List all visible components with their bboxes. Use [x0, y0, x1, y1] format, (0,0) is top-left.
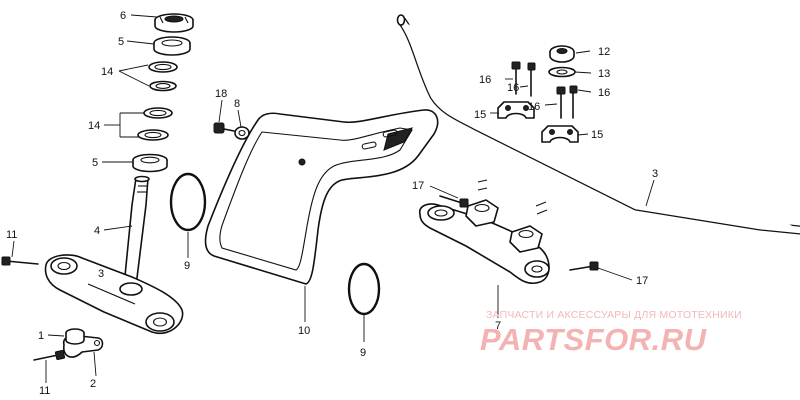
callout-15-left: 15 — [474, 109, 486, 121]
number-plate — [204, 109, 439, 285]
watermark-logo: PARTSFOR.RU — [480, 322, 708, 357]
callout-9-left: 9 — [184, 260, 190, 272]
callout-8: 8 — [234, 98, 240, 110]
callout-2: 2 — [90, 378, 96, 390]
callout-4: 4 — [94, 225, 100, 237]
callout-11-left: 11 — [6, 229, 17, 241]
upper-ball-bearing-set — [148, 61, 178, 92]
steering-stem — [123, 175, 150, 287]
collar — [234, 126, 250, 140]
callout-14-lower: 14 — [88, 120, 100, 132]
holder-bolt-3 — [556, 86, 566, 119]
rubber-band-right — [347, 262, 381, 316]
rubber-band-left — [169, 172, 207, 232]
callout-7: 7 — [495, 320, 501, 332]
callout-10: 10 — [298, 325, 310, 337]
watermark-tagline: ЗАПЧАСТИ И АКСЕССУАРЫ ДЛЯ МОТОТЕХНИКИ — [486, 309, 742, 321]
upper-bearing-race — [153, 36, 191, 56]
holder-bolt-upper — [439, 195, 469, 208]
callout-13: 13 — [598, 68, 610, 80]
leader-lines — [11, 14, 655, 383]
cable-guide-clamp — [62, 328, 104, 358]
callout-labels: 6 5 14 14 5 4 3 1 2 11 11 18 8 9 10 9 12… — [6, 10, 658, 397]
handlebar-lower-holder-right — [509, 225, 543, 253]
holder-bolt-1 — [511, 61, 521, 95]
callout-5-upper: 5 — [118, 36, 124, 48]
callout-16-b: 16 — [507, 82, 519, 94]
callout-11-lower: 11 — [39, 385, 50, 397]
top-cone-race-nut — [154, 13, 194, 33]
callout-15-right: 15 — [591, 129, 603, 141]
callout-16-a: 16 — [479, 74, 491, 86]
handlebar-upper-holder-right — [541, 125, 579, 143]
bottom-bridge — [44, 254, 184, 335]
handlebar — [396, 14, 800, 235]
callout-17-upper: 17 — [412, 180, 424, 192]
callout-9-right: 9 — [360, 347, 366, 359]
callout-14-upper: 14 — [101, 66, 113, 78]
handlebar-upper-holder-left — [497, 101, 535, 119]
callout-3-handlebar: 3 — [652, 168, 658, 180]
holder-bolt-lower — [569, 261, 599, 271]
callout-3-stem: 3 — [98, 268, 104, 280]
callout-18: 18 — [215, 88, 227, 100]
callout-16-c: 16 — [528, 101, 540, 113]
callout-6: 6 — [120, 10, 126, 22]
callout-12: 12 — [598, 46, 610, 58]
holder-bolt-2 — [527, 62, 536, 97]
pinch-bolt-lower — [33, 349, 66, 361]
watermark: ЗАПЧАСТИ И АКСЕССУАРЫ ДЛЯ МОТОТЕХНИКИ PA… — [480, 309, 742, 357]
pinch-bolt-left — [1, 256, 39, 266]
lower-bearing-race — [132, 153, 168, 173]
plate-mounting-bolt — [213, 122, 235, 134]
stem-nut — [549, 45, 575, 63]
handlebar-lower-holder-left — [465, 199, 499, 227]
holder-bolt-4 — [569, 85, 578, 119]
callout-5-lower: 5 — [92, 157, 98, 169]
callout-16-d: 16 — [598, 87, 610, 99]
washer — [548, 66, 576, 78]
callout-17-lower: 17 — [636, 275, 648, 287]
callout-1: 1 — [38, 330, 44, 342]
top-bridge — [418, 203, 550, 285]
